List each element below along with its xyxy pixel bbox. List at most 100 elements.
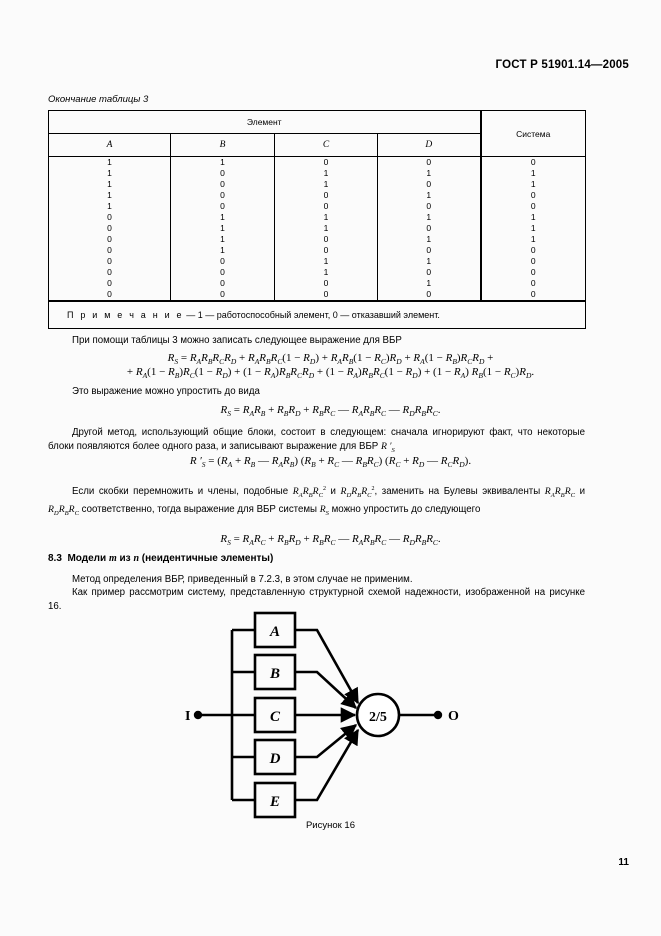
cell-b: 1 bbox=[170, 245, 275, 256]
table-caption: Окончание таблицы 3 bbox=[48, 94, 149, 105]
cell-b: 0 bbox=[170, 168, 275, 179]
formula-rs-full-line1: RS = RARBRCRD + RARBRC(1 − RD) + RARB(1 … bbox=[167, 352, 494, 367]
truth-table-container: Элемент Система A B C D 1 1 0 0 0 bbox=[48, 110, 586, 329]
cell-system: 1 bbox=[479, 234, 586, 245]
section-title-pre: Модели bbox=[67, 553, 107, 564]
table-row: 0 1 1 0 1 bbox=[48, 223, 586, 234]
cell-a: 0 bbox=[48, 212, 171, 223]
cell-c: 0 bbox=[274, 201, 378, 212]
cell-b: 0 bbox=[170, 201, 275, 212]
cell-a: 1 bbox=[48, 179, 171, 190]
formula-rs-simplified: RS = RARB + RBRD + RBRC — RARBRC — RDRBR… bbox=[220, 404, 441, 419]
table-row: 0 1 0 0 0 bbox=[48, 245, 586, 256]
table-row: 0 0 0 1 0 bbox=[48, 278, 586, 289]
cell-b: 1 bbox=[170, 234, 275, 245]
table-row: 1 0 0 0 0 bbox=[48, 201, 586, 212]
cell-b: 0 bbox=[170, 289, 275, 302]
table-row: 1 1 0 0 0 bbox=[48, 156, 586, 168]
cell-d: 1 bbox=[377, 278, 481, 289]
cell-system: 0 bbox=[479, 278, 586, 289]
cell-a: 1 bbox=[48, 168, 171, 179]
cell-c: 1 bbox=[274, 267, 378, 278]
table-row: 1 0 0 1 0 bbox=[48, 190, 586, 201]
cell-d: 1 bbox=[377, 168, 481, 179]
cell-c: 0 bbox=[274, 245, 378, 256]
cell-c: 0 bbox=[274, 190, 378, 201]
table-row: 0 0 1 1 0 bbox=[48, 256, 586, 267]
section-title-post: (неидентичные элементы) bbox=[141, 553, 274, 564]
cell-d: 1 bbox=[377, 190, 481, 201]
page-number: 11 bbox=[618, 857, 629, 868]
cell-a: 0 bbox=[48, 245, 171, 256]
cell-a: 0 bbox=[48, 223, 171, 234]
standard-number-header: ГОСТ Р 51901.14—2005 bbox=[495, 59, 629, 71]
term-rs: RS bbox=[319, 503, 329, 517]
section-heading-8-3: 8.3 Модели m из n (неидентичные элементы… bbox=[48, 553, 273, 564]
cell-c: 1 bbox=[274, 256, 378, 267]
cell-d: 1 bbox=[377, 234, 481, 245]
cell-system: 1 bbox=[479, 212, 586, 223]
cell-system: 0 bbox=[479, 201, 586, 212]
cell-system: 0 bbox=[479, 267, 586, 278]
cell-c: 0 bbox=[274, 234, 378, 245]
cell-a: 1 bbox=[48, 156, 171, 168]
column-header-d: D bbox=[377, 133, 481, 157]
p4-part-a: Если скобки перемножить и члены, подобны… bbox=[72, 486, 289, 498]
table-note-text: — 1 — работоспособный элемент, 0 — отказ… bbox=[183, 310, 440, 320]
cell-b: 0 bbox=[170, 256, 275, 267]
section-title-n: n bbox=[133, 553, 139, 564]
output-label: O bbox=[448, 709, 459, 724]
output-node-dot bbox=[433, 710, 443, 720]
cell-c: 1 bbox=[274, 168, 378, 179]
header-element-group: Элемент bbox=[48, 110, 481, 134]
paragraph-boolean-equivalents: Если скобки перемножить и члены, подобны… bbox=[48, 483, 585, 520]
cell-d: 0 bbox=[377, 267, 481, 278]
table-row: 1 0 1 0 1 bbox=[48, 179, 586, 190]
line-a-to-gate bbox=[295, 628, 360, 705]
cell-b: 1 bbox=[170, 212, 275, 223]
cell-c: 0 bbox=[274, 289, 378, 302]
table-note: П р и м е ч а н и е — 1 — работоспособны… bbox=[48, 300, 586, 329]
p4-part-f: можно упростить до следующего bbox=[331, 503, 481, 515]
table-row: 0 1 1 1 1 bbox=[48, 212, 586, 223]
inline-rs-prime: R ′S bbox=[380, 440, 395, 454]
paragraph-other-method-text: Другой метод, использующий общие блоки, … bbox=[48, 427, 585, 452]
formula-rs-full-line2: + RA(1 − RB)RC(1 − RD) + (1 − RA)RBRCRD … bbox=[126, 366, 535, 381]
cell-c: 1 bbox=[274, 223, 378, 234]
cell-system: 1 bbox=[479, 179, 586, 190]
section-title-m: m bbox=[108, 553, 117, 564]
table-note-label: П р и м е ч а н и е bbox=[67, 310, 184, 320]
cell-d: 0 bbox=[377, 245, 481, 256]
voting-gate-label: 2/5 bbox=[369, 710, 387, 725]
cell-b: 1 bbox=[170, 223, 275, 234]
cell-d: 1 bbox=[377, 256, 481, 267]
line-d-to-gate bbox=[295, 723, 358, 759]
table-note-row: П р и м е ч а н и е — 1 — работоспособны… bbox=[48, 300, 586, 329]
cell-system: 0 bbox=[479, 190, 586, 201]
cell-a: 0 bbox=[48, 289, 171, 302]
term-rdrbrc-sq: RDRBRC2 bbox=[340, 486, 375, 500]
term-rarbrc: RARBRC bbox=[544, 486, 575, 500]
paragraph-example-figure16: Как пример рассмотрим систему, представл… bbox=[48, 587, 585, 612]
column-header-c: C bbox=[274, 133, 378, 157]
cell-b: 0 bbox=[170, 190, 275, 201]
paragraph-simplify: Это выражение можно упростить до вида bbox=[72, 386, 260, 397]
cell-system: 0 bbox=[479, 245, 586, 256]
cell-system: 0 bbox=[479, 156, 586, 168]
cell-system: 0 bbox=[479, 289, 586, 302]
cell-c: 0 bbox=[274, 156, 378, 168]
formula-rs-prime: R ′S = (RA + RB — RARB) (RB + RC — RBRC)… bbox=[189, 455, 472, 470]
cell-a: 0 bbox=[48, 278, 171, 289]
cell-d: 0 bbox=[377, 289, 481, 302]
p4-part-d: и bbox=[579, 486, 585, 498]
p4-part-e: соответственно, тогда выражение для ВБР … bbox=[81, 503, 318, 515]
table-header-row-group: Элемент Система bbox=[48, 110, 586, 157]
cell-a: 0 bbox=[48, 267, 171, 278]
term-rdrbrc: RDRBRC bbox=[48, 503, 79, 517]
table-row: 0 1 0 1 1 bbox=[48, 234, 586, 245]
cell-system: 1 bbox=[479, 223, 586, 234]
table-row: 1 0 1 1 1 bbox=[48, 168, 586, 179]
p4-part-b: и bbox=[330, 486, 336, 498]
truth-table: Элемент Система A B C D 1 1 0 0 0 bbox=[48, 110, 586, 329]
